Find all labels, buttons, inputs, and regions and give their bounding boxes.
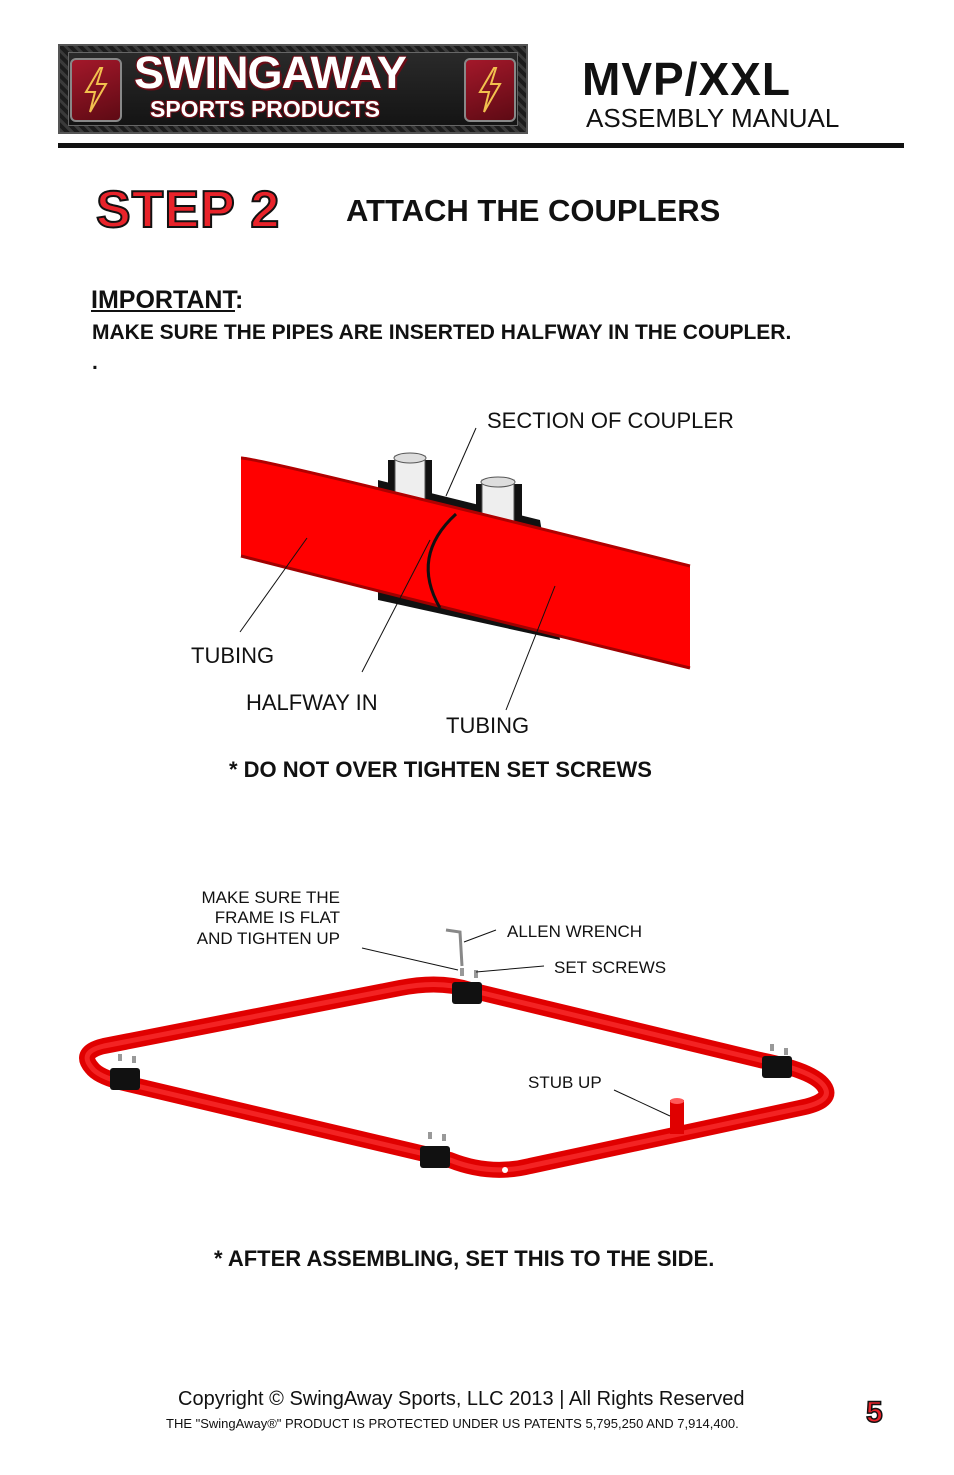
frame-tubing <box>79 976 835 1178</box>
step-label: STEP 2 <box>95 181 281 239</box>
brand-logo <box>58 44 528 134</box>
section-of-coupler-label: SECTION OF COUPLER <box>487 408 734 433</box>
tubing-label: TUBING <box>191 643 275 668</box>
important-word: IMPORTANT <box>91 286 235 314</box>
coupler <box>452 982 482 1004</box>
lightning-bolt-icon <box>70 58 122 122</box>
set-screw-warning: * DO NOT OVER TIGHTEN SET SCREWS <box>229 757 652 782</box>
tubing-pipe <box>241 458 690 668</box>
lightning-bolt-icon <box>464 58 516 122</box>
coupler <box>110 1068 140 1090</box>
set-screws-label: SET SCREWS <box>554 958 667 977</box>
model-title: MVP/XXL <box>582 53 791 105</box>
patent-text: THE "SwingAway®" PRODUCT IS PROTECTED UN… <box>166 1416 739 1431</box>
coupler <box>762 1056 792 1078</box>
tubing-label: TUBING <box>446 713 530 738</box>
stub-up <box>670 1098 684 1134</box>
coupler <box>420 1146 450 1168</box>
page-number: 5 <box>865 1396 883 1429</box>
coupler-closeup-diagram <box>239 427 691 711</box>
halfway-in-label: HALFWAY IN <box>246 690 378 715</box>
frame-flat-note: MAKE SURE THE FRAME IS FLAT AND TIGHTEN … <box>186 888 340 949</box>
important-heading: IMPORTANT: <box>91 288 243 313</box>
important-colon: : <box>234 286 244 314</box>
step-title: ATTACH THE COUPLERS <box>346 193 721 228</box>
set-aside-note: * AFTER ASSEMBLING, SET THIS TO THE SIDE… <box>214 1246 715 1271</box>
allen-wrench-icon <box>445 928 464 967</box>
copyright-text: Copyright © SwingAway Sports, LLC 2013 |… <box>178 1388 745 1410</box>
halfway-seam <box>426 512 458 609</box>
important-text: MAKE SURE THE PIPES ARE INSERTED HALFWAY… <box>92 321 792 344</box>
header-divider <box>58 143 904 148</box>
frame-note-line: FRAME IS FLAT <box>214 908 340 928</box>
stub-up-label: STUB UP <box>528 1073 602 1092</box>
allen-wrench-label: ALLEN WRENCH <box>507 922 643 941</box>
brand-subtitle: SPORTS PRODUCTS <box>150 96 381 122</box>
manual-subtitle: ASSEMBLY MANUAL <box>586 103 840 133</box>
frame-note-line: MAKE SURE THE <box>201 888 340 907</box>
frame-note-line: AND TIGHTEN UP <box>196 928 340 948</box>
stray-dot: . <box>92 351 98 374</box>
frame-assembly-diagram <box>79 928 835 1178</box>
brand-name: SWINGAWAY <box>134 47 407 98</box>
